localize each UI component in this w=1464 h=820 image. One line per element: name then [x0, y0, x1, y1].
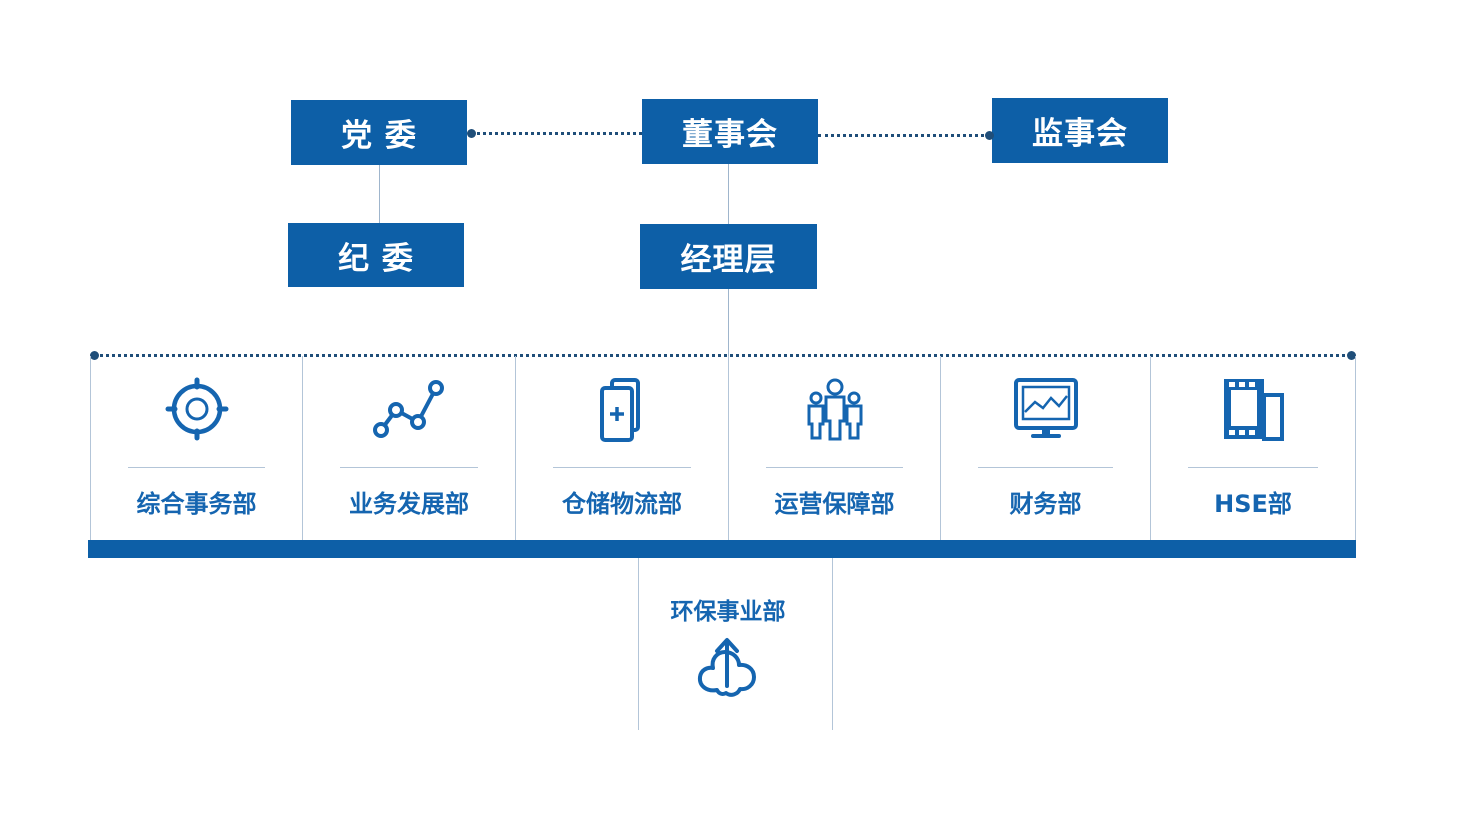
extra-department-label: 环保事业部 — [670, 599, 786, 625]
departments-base-bar — [88, 540, 1356, 558]
management-label: 经理层 — [680, 242, 777, 278]
party-board-connector — [472, 132, 642, 135]
department-finance: 财务部 — [941, 356, 1150, 540]
management-departments-line — [728, 289, 729, 356]
connector-dot — [985, 131, 994, 140]
dept-divider — [128, 467, 265, 468]
dept-separator — [1355, 356, 1356, 540]
cloud-upload-icon — [697, 638, 756, 697]
departments-bus-line — [95, 354, 1351, 357]
dept-separator — [1150, 356, 1151, 540]
department-operations-support: 运营保障部 — [729, 356, 940, 540]
department-warehouse-logistics: 仓储物流部 — [516, 356, 728, 540]
dept-separator — [728, 356, 729, 540]
board-supervisory-connector — [818, 134, 990, 137]
department-label: 运营保障部 — [774, 490, 895, 518]
dept-separator — [302, 356, 303, 540]
board-management-line — [728, 164, 729, 224]
dept-divider — [340, 467, 478, 468]
dept-divider — [766, 467, 903, 468]
dept-divider — [978, 467, 1113, 468]
cards-plus-icon — [600, 378, 640, 442]
party-committee-label: 党 委 — [341, 118, 417, 154]
dept-separator — [515, 356, 516, 540]
dept-separator — [940, 356, 941, 540]
department-label: HSE部 — [1214, 490, 1292, 518]
connector-dot — [467, 129, 476, 138]
bus-dot-left — [90, 351, 99, 360]
discipline-box: 纪 委 — [288, 223, 464, 287]
board-label: 董事会 — [682, 117, 778, 153]
department-label: 财务部 — [1009, 490, 1082, 518]
bus-dot-right — [1347, 351, 1356, 360]
discipline-label: 纪 委 — [338, 240, 414, 277]
party-committee-box: 党 委 — [291, 100, 467, 165]
board-box: 董事会 — [642, 99, 818, 164]
department-label: 业务发展部 — [349, 490, 469, 518]
film-strip-icon — [1224, 379, 1284, 441]
party-discipline-line — [379, 165, 380, 223]
monitor-chart-icon — [1013, 378, 1078, 438]
department-general-affairs: 综合事务部 — [91, 356, 302, 540]
dept-divider — [553, 467, 691, 468]
crosshair-icon — [165, 377, 228, 441]
people-group-icon — [807, 378, 862, 441]
extra-dept-right-border — [832, 558, 833, 730]
trend-line-icon — [373, 380, 444, 438]
extra-dept-left-border — [638, 558, 639, 730]
dept-divider — [1188, 467, 1318, 468]
supervisory-box: 监事会 — [992, 98, 1168, 163]
department-label: 仓储物流部 — [562, 490, 682, 518]
dept-separator — [90, 356, 91, 540]
department-business-development: 业务发展部 — [303, 356, 515, 540]
supervisory-label: 监事会 — [1032, 116, 1128, 152]
department-label: 综合事务部 — [136, 490, 257, 518]
department-hse: HSE部 — [1151, 356, 1355, 540]
management-box: 经理层 — [640, 224, 817, 289]
